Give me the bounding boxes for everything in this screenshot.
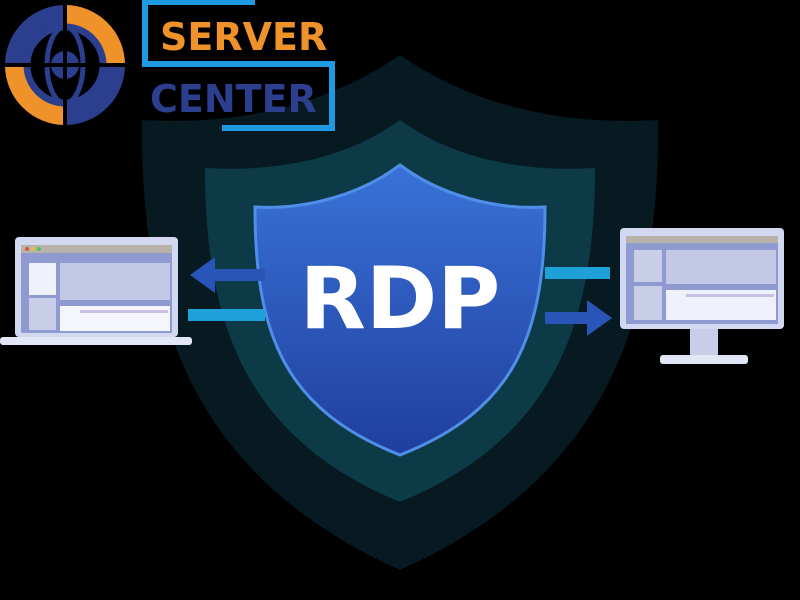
server-center-logo: SERVER CENTER [0,0,335,131]
rdp-label: RDP [300,249,501,349]
globe-logo-icon [0,0,130,130]
laptop-icon [0,237,192,345]
logo-line2: CENTER [150,77,317,121]
logo-line1: SERVER [160,15,327,59]
shield-icon [141,55,659,570]
monitor-icon [620,228,784,364]
arrow-left-icon [188,257,265,321]
arrow-right-icon [545,267,612,336]
